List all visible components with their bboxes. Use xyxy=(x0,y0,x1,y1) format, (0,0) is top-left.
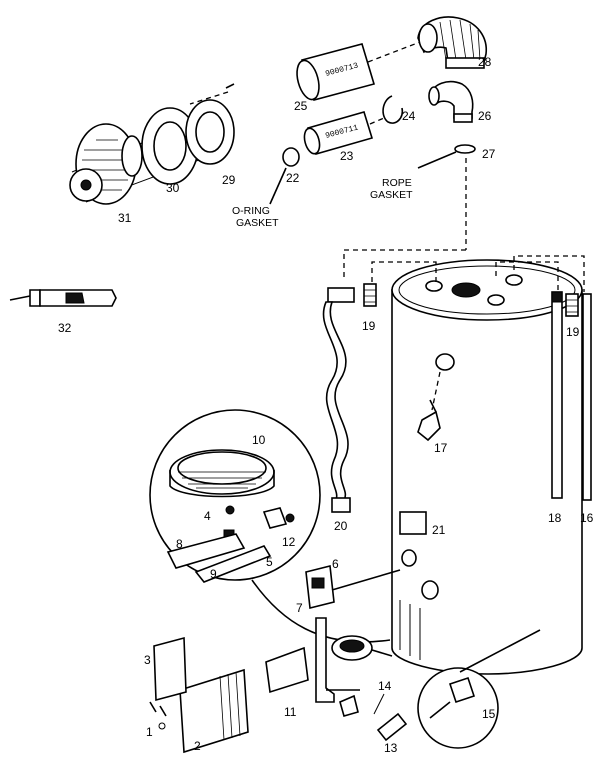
top-connection-line-mid xyxy=(371,261,437,284)
vent-alignment-line-lower xyxy=(369,117,385,125)
part-label-13: 13 xyxy=(384,741,398,755)
part-label-14: 14 xyxy=(378,679,392,693)
part-label-20: 20 xyxy=(334,519,348,533)
vent-elbow-26 xyxy=(428,80,474,123)
rope-caption-line2: GASKET xyxy=(370,189,413,201)
top-connection-line-far xyxy=(513,255,585,292)
inner-door-11 xyxy=(265,646,309,694)
dip-tube-18 xyxy=(551,291,563,499)
part-label-10: 10 xyxy=(252,433,266,447)
part-label-9: 9 xyxy=(210,567,217,581)
part-label-11: 11 xyxy=(284,705,297,719)
part-label-23: 23 xyxy=(340,149,354,163)
top-connection-line-right xyxy=(495,261,559,290)
part-label-3: 3 xyxy=(144,653,151,667)
top-connection-line-left xyxy=(343,249,466,280)
part-label-30: 30 xyxy=(166,181,180,195)
oring-gasket-22 xyxy=(282,147,300,167)
sealant-tube-32 xyxy=(9,289,117,307)
hardware-1 xyxy=(149,701,167,730)
gas-control-valve-6 xyxy=(305,565,401,609)
vent-alignment-line-upper xyxy=(367,41,421,63)
part-label-24: 24 xyxy=(402,109,416,123)
oring-arrow xyxy=(269,167,287,205)
burner-detail-circle xyxy=(149,409,321,583)
part-label-1: 1 xyxy=(146,725,153,739)
part-label-16: 16 xyxy=(580,511,594,525)
part-label-12: 12 xyxy=(282,535,296,549)
part-label-19a: 19 xyxy=(362,319,376,333)
part-label-25: 25 xyxy=(294,99,308,113)
label-plate-21 xyxy=(399,511,427,535)
rope-gasket-27 xyxy=(454,144,476,154)
part-label-2: 2 xyxy=(194,739,201,753)
flexible-connector-20 xyxy=(322,287,355,513)
part-label-6: 6 xyxy=(332,557,339,571)
terminal-screw xyxy=(225,83,235,89)
thermocouple-14 xyxy=(339,694,359,717)
rope-caption-line1: ROPE xyxy=(382,177,412,189)
part-label-28: 28 xyxy=(478,55,492,69)
terminal-screw-line xyxy=(189,91,229,105)
part-label-26: 26 xyxy=(478,109,492,123)
relief-valve-17 xyxy=(417,353,455,442)
tank-port-lower xyxy=(421,580,439,600)
water-heater-tank xyxy=(391,259,583,675)
part-label-18: 18 xyxy=(548,511,562,525)
part-label-8: 8 xyxy=(176,537,183,551)
vent-ring-29 xyxy=(185,99,235,165)
vent-pipe-23: 9000711 xyxy=(303,111,374,155)
part-label-21: 21 xyxy=(432,523,446,537)
detail-circle-15 xyxy=(417,629,541,749)
drain-valve-13 xyxy=(376,712,408,742)
oring-caption-line2: GASKET xyxy=(236,217,279,229)
part-label-27: 27 xyxy=(482,147,496,161)
outer-door-2 xyxy=(179,668,249,754)
part-label-31: 31 xyxy=(118,211,132,225)
vent-pipe-25: 9000713 xyxy=(296,43,376,101)
part-label-29: 29 xyxy=(222,173,236,187)
part-label-19b: 19 xyxy=(566,325,580,339)
part-label-4: 4 xyxy=(204,509,211,523)
nipple-19-right xyxy=(565,293,579,317)
part-label-32: 32 xyxy=(58,321,72,335)
oring-caption-line1: O-RING xyxy=(232,205,270,217)
part-label-15: 15 xyxy=(482,707,496,721)
part-label-22: 22 xyxy=(286,171,300,185)
vent-elbow-28 xyxy=(417,16,487,69)
oring-gasket-24 xyxy=(382,95,404,124)
part-label-7: 7 xyxy=(296,601,303,615)
anode-rod-16 xyxy=(582,293,592,501)
part-label-5: 5 xyxy=(266,555,273,569)
part-label-17: 17 xyxy=(434,441,448,455)
rope-arrow xyxy=(417,151,457,169)
gas-supply-tube-7 xyxy=(315,617,360,703)
burner-assembly xyxy=(331,635,393,661)
tank-port-upper xyxy=(401,549,417,567)
access-panel-3 xyxy=(153,636,187,702)
leader-line-14 xyxy=(373,693,385,715)
nipple-19-left xyxy=(363,283,377,307)
